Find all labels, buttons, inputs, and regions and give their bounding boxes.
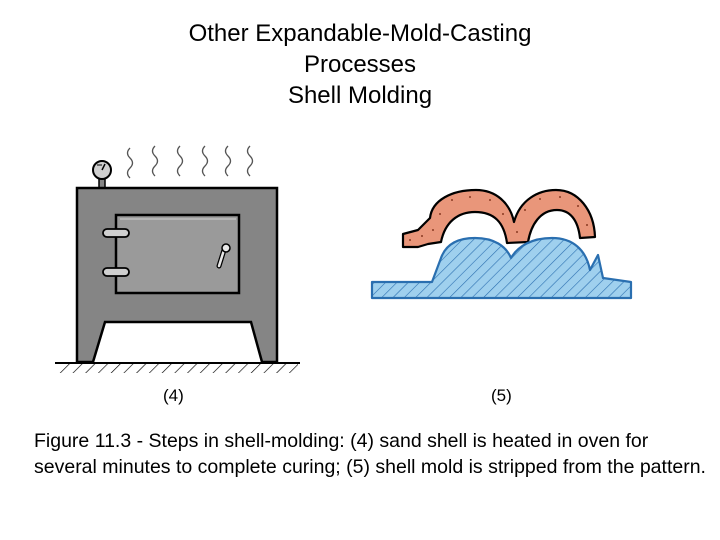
heat-wave-icon <box>126 145 254 179</box>
ground-hatching <box>55 362 300 373</box>
door-handle-icon <box>216 243 231 269</box>
figure-caption: Figure 11.3 ‑ Steps in shell‑molding: (4… <box>34 430 706 478</box>
oven-door <box>114 213 241 295</box>
metal-pattern-plate <box>370 236 633 300</box>
door-hinge-top <box>102 228 130 238</box>
slide-title: Other Expandable-Mold-Casting Processes … <box>0 18 720 111</box>
step-5-label: (5) <box>491 386 512 405</box>
shell-and-pattern-assembly <box>370 188 633 300</box>
oven-assembly <box>55 145 300 373</box>
sand-shell <box>401 188 597 249</box>
door-hinge-bottom <box>102 267 130 277</box>
title-line-3: Shell Molding <box>287 82 433 109</box>
step-4-label: (4) <box>163 386 184 405</box>
shell-texture <box>409 196 588 241</box>
title-line-2: Processes <box>303 51 417 78</box>
pressure-gauge-icon <box>92 160 112 190</box>
title-line-1: Other Expandable-Mold-Casting <box>188 20 532 47</box>
